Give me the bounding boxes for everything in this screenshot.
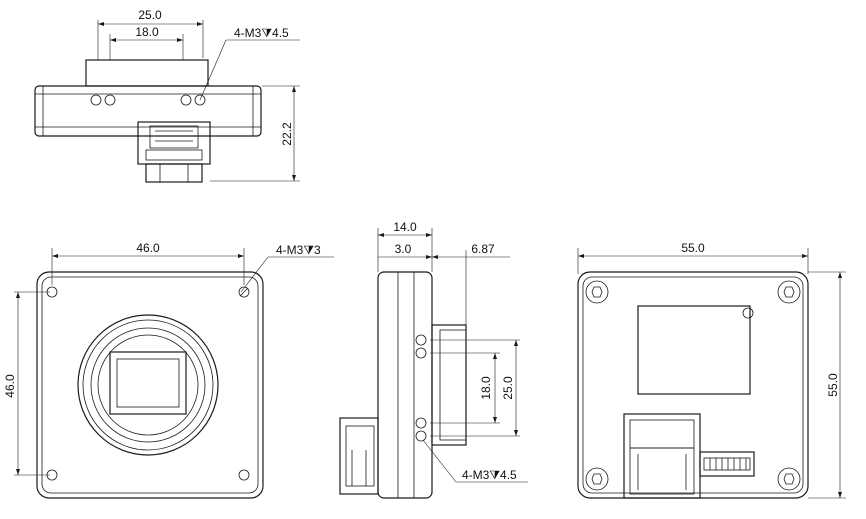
dim-side-3: 3.0 bbox=[395, 242, 412, 256]
dim-side-25: 25.0 bbox=[501, 376, 515, 400]
dim-back-55-h: 55.0 bbox=[681, 241, 705, 255]
front-hole-callout: 4-M3⧩3 bbox=[276, 243, 321, 257]
dim-front-46-v: 46.0 bbox=[3, 374, 17, 398]
dim-top-18: 18.0 bbox=[135, 25, 159, 39]
dim-side-18: 18.0 bbox=[479, 376, 493, 400]
dim-top-22-2: 22.2 bbox=[280, 122, 294, 146]
dim-top-25: 25.0 bbox=[138, 8, 162, 22]
front-view: 46.0 4-M3⧩3 46.0 bbox=[3, 241, 334, 499]
side-hole-callout: 4-M3⧩4.5 bbox=[462, 468, 517, 482]
back-view: 55.0 55.0 bbox=[577, 241, 846, 499]
dim-front-46-h: 46.0 bbox=[136, 241, 160, 255]
dim-side-14: 14.0 bbox=[393, 220, 417, 234]
top-view: 25.0 18.0 4-M3⧩4.5 bbox=[34, 8, 300, 183]
side-view: 14.0 3.0 6.87 18.0 25.0 bbox=[339, 220, 528, 499]
dim-back-55-v: 55.0 bbox=[826, 373, 840, 397]
top-hole-callout: 4-M3⧩4.5 bbox=[234, 26, 289, 40]
dim-side-6-87: 6.87 bbox=[471, 242, 495, 256]
